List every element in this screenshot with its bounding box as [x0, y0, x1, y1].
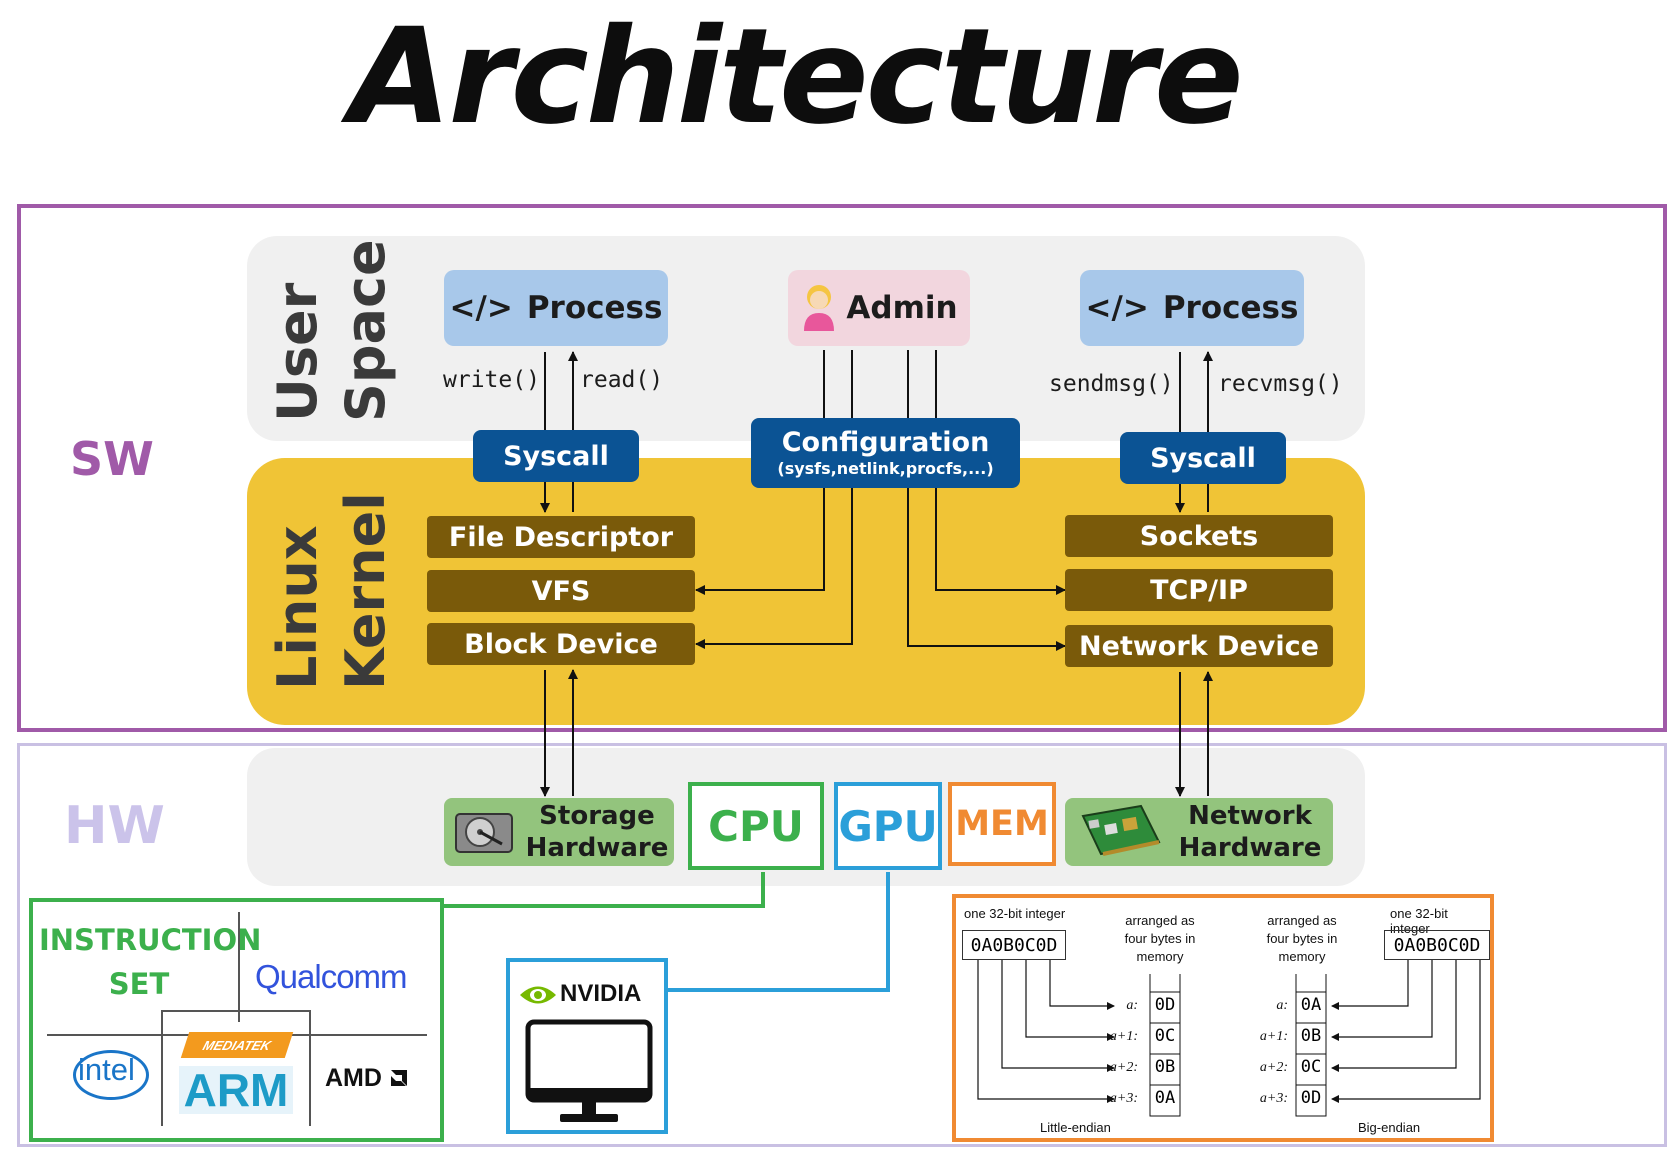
gpu-box[interactable]: GPU	[834, 782, 942, 870]
mem-box[interactable]: MEM	[948, 782, 1056, 866]
big-endian-label: Big-endian	[1358, 1120, 1421, 1135]
configuration-subtitle: (sysfs,netlink,procfs,...)	[777, 459, 994, 478]
syscall-right-label: Syscall	[1150, 442, 1256, 474]
process-right-label: Process	[1162, 290, 1299, 326]
arm-logo: ARM	[179, 1064, 293, 1116]
endianness-arrows	[977, 960, 1481, 1117]
instruction-set-box: INSTRUCTION SET Qualcomm intel MEDIATEK …	[29, 898, 444, 1142]
network-card-icon	[1081, 804, 1161, 856]
code-icon: </>	[449, 290, 513, 326]
process-right[interactable]: </> Process	[1080, 270, 1304, 346]
divider	[238, 912, 240, 1022]
process-left-label: Process	[526, 290, 663, 326]
intel-logo-ring	[73, 1050, 149, 1100]
block-device-box[interactable]: Block Device	[427, 623, 695, 665]
write-call: write()	[443, 367, 540, 393]
intel-logo: intel	[78, 1052, 135, 1087]
divider	[161, 1010, 309, 1012]
big-endian-address: a+2:	[1259, 1060, 1288, 1075]
syscall-right[interactable]: Syscall	[1120, 432, 1286, 484]
big-endian-address: a:	[1276, 998, 1288, 1013]
nvidia-logo: NVIDIA	[560, 980, 642, 1007]
little-endian-address: a:	[1126, 998, 1138, 1013]
little-endian-byte: 0C	[1154, 1026, 1176, 1046]
storage-hardware[interactable]: Storage Hardware	[444, 798, 674, 866]
qualcomm-logo: Qualcomm	[255, 958, 408, 995]
big-endian-address: a+3:	[1259, 1091, 1288, 1106]
tcp-ip-box[interactable]: TCP/IP	[1065, 569, 1333, 611]
big-endian-byte: 0B	[1300, 1026, 1322, 1046]
read-call: read()	[580, 367, 664, 393]
monitor-icon	[525, 1019, 653, 1122]
nvidia-box: NVIDIA	[506, 958, 668, 1134]
process-left[interactable]: </> Process	[444, 270, 668, 346]
little-endian-address: a+2:	[1109, 1060, 1138, 1075]
software-frame	[17, 204, 1667, 732]
syscall-left[interactable]: Syscall	[473, 430, 639, 482]
recvmsg-call: recvmsg()	[1218, 371, 1343, 397]
sw-label: SW	[70, 432, 154, 486]
amd-logo: AMD	[325, 1064, 382, 1092]
little-endian-byte: 0A	[1154, 1088, 1176, 1108]
little-endian-value: 0A0B0C0D	[962, 930, 1066, 960]
file-descriptor-box[interactable]: File Descriptor	[427, 516, 695, 558]
little-endian-byte: 0B	[1154, 1057, 1176, 1077]
network-hardware-label: Network Hardware	[1178, 801, 1322, 863]
network-device-box[interactable]: Network Device	[1065, 625, 1333, 667]
big-endian-byte: 0A	[1300, 995, 1322, 1015]
code-icon: </>	[1085, 290, 1149, 326]
amd-arrow-icon	[389, 1068, 409, 1088]
little-endian-byte: 0D	[1154, 995, 1176, 1015]
divider	[309, 1010, 311, 1126]
hw-label: HW	[64, 796, 165, 856]
nvidia-eye-icon	[520, 986, 556, 1004]
vfs-box[interactable]: VFS	[427, 570, 695, 612]
instruction-set-label: INSTRUCTION SET	[39, 923, 262, 1001]
hardware-frame	[17, 743, 1667, 1147]
mediatek-logo: MEDIATEK	[180, 1032, 294, 1058]
cpu-box[interactable]: CPU	[688, 782, 824, 870]
sendmsg-call: sendmsg()	[1049, 371, 1174, 397]
admin-user-icon	[804, 285, 835, 331]
big-endian-address: a+1:	[1259, 1029, 1288, 1044]
little-endian-label: Little-endian	[1040, 1120, 1111, 1135]
big-endian-top-label: one 32-bit integer	[1390, 906, 1448, 936]
divider	[161, 1010, 163, 1126]
admin-label: Admin	[846, 290, 958, 326]
storage-hardware-label: Storage Hardware	[525, 801, 669, 863]
page-title: Architecture	[349, 0, 1243, 154]
big-endian-byte: 0C	[1300, 1057, 1322, 1077]
configuration-box[interactable]: Configuration (sysfs,netlink,procfs,...)	[751, 418, 1020, 488]
syscall-left-label: Syscall	[503, 440, 609, 472]
big-endian-value: 0A0B0C0D	[1384, 930, 1490, 960]
hard-drive-icon	[455, 813, 513, 853]
network-hardware[interactable]: Network Hardware	[1065, 798, 1333, 866]
little-endian-address: a+1:	[1109, 1029, 1138, 1044]
sockets-box[interactable]: Sockets	[1065, 515, 1333, 557]
big-endian-byte: 0D	[1300, 1088, 1322, 1108]
admin-box[interactable]: Admin	[788, 270, 970, 346]
configuration-title: Configuration	[781, 427, 990, 458]
little-endian-top-label: one 32-bit integer	[964, 906, 1066, 921]
little-endian-address: a+3:	[1109, 1091, 1138, 1106]
